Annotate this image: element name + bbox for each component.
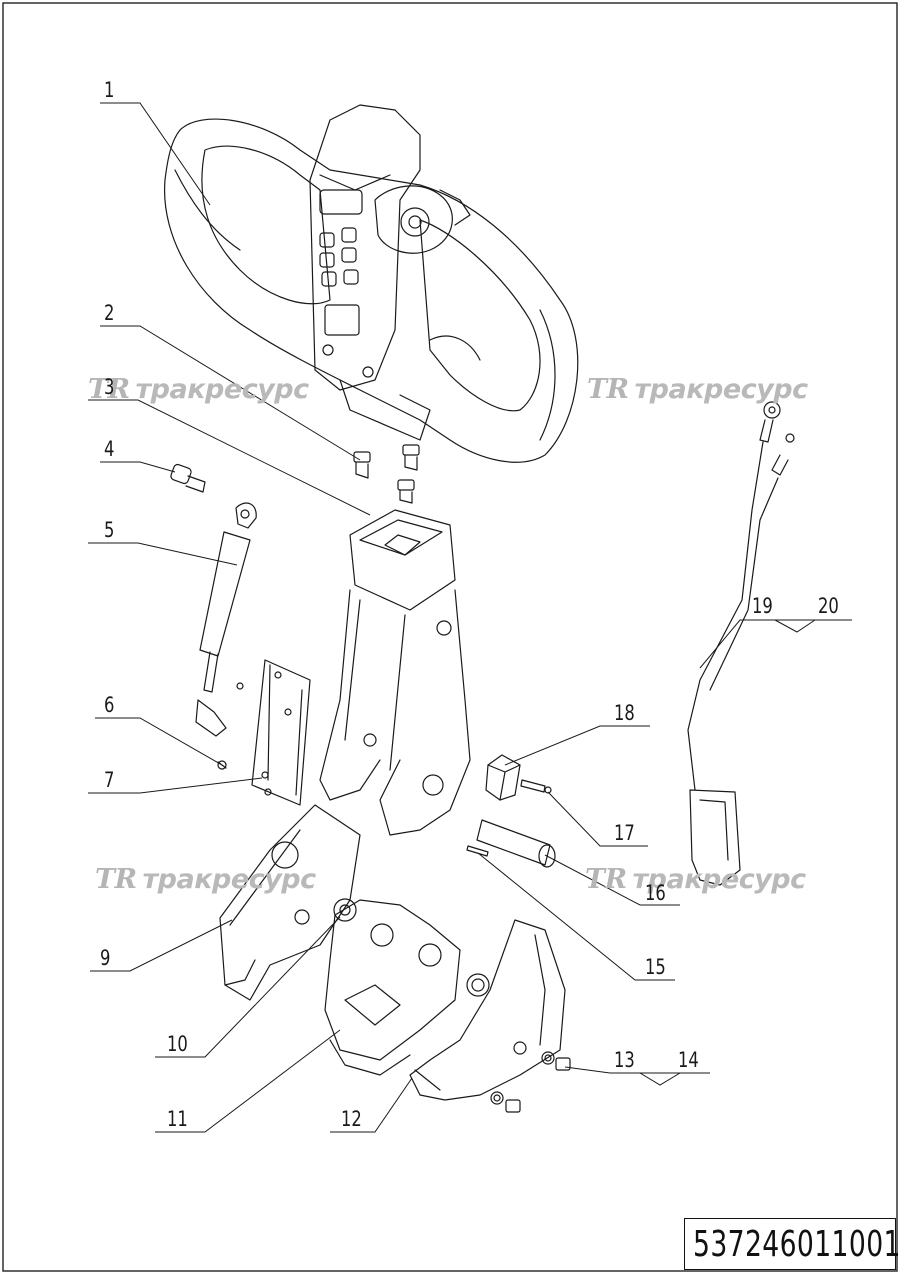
leader-3 xyxy=(88,399,371,516)
callout-4: 4 xyxy=(104,437,115,461)
shaft-16 xyxy=(476,819,556,868)
callout-14: 14 xyxy=(678,1048,699,1072)
callout-1: 1 xyxy=(104,78,115,102)
leader-10 xyxy=(155,916,341,1058)
leader-20-bracket xyxy=(774,619,816,633)
leader-19-20 xyxy=(699,619,852,669)
switch-block-18 xyxy=(485,754,521,801)
callout-3: 3 xyxy=(104,375,115,399)
leader-16 xyxy=(544,854,680,906)
leader-11 xyxy=(155,1029,341,1133)
callout-5: 5 xyxy=(104,518,115,542)
callout-7: 7 xyxy=(104,768,115,792)
leader-17 xyxy=(547,791,648,847)
callout-13: 13 xyxy=(614,1048,635,1072)
bushing-10 xyxy=(294,898,357,925)
bolt-4 xyxy=(170,463,206,493)
base-casting-11 xyxy=(324,899,461,1076)
callout-9: 9 xyxy=(100,946,111,970)
leader-1 xyxy=(100,102,211,206)
wire-harness-19-20 xyxy=(687,401,795,886)
callout-6: 6 xyxy=(104,693,115,717)
callout-2: 2 xyxy=(104,301,115,325)
callout-18: 18 xyxy=(614,701,635,725)
side-cover-12 xyxy=(409,919,566,1101)
leader-5 xyxy=(88,542,238,566)
leader-12 xyxy=(330,1077,413,1133)
leader-14-bracket xyxy=(639,1072,681,1086)
callout-12: 12 xyxy=(341,1107,362,1131)
leader-4 xyxy=(100,461,176,473)
leader-18 xyxy=(504,725,650,766)
leader-15 xyxy=(477,852,675,981)
tiller-handle-part xyxy=(164,104,579,463)
steering-column-bracket-3 xyxy=(319,509,471,836)
leader-7 xyxy=(88,777,263,794)
screw-17 xyxy=(520,779,552,794)
callout-11: 11 xyxy=(167,1107,188,1131)
leader-6 xyxy=(95,717,223,766)
screw-set-2 xyxy=(353,444,420,504)
leader-2 xyxy=(100,325,361,461)
callout-15: 15 xyxy=(645,955,666,979)
part-number-box: 537246011001 xyxy=(684,1218,900,1270)
side-cover-9 xyxy=(219,804,361,1001)
washers-screws-13-14 xyxy=(490,1051,571,1113)
callout-19: 19 xyxy=(752,594,773,618)
leader-9 xyxy=(90,919,233,972)
callout-20: 20 xyxy=(818,594,839,618)
roll-pin-15 xyxy=(466,845,489,857)
callout-16: 16 xyxy=(645,881,666,905)
leader-13-14 xyxy=(564,1066,710,1074)
washer-ring xyxy=(466,973,490,997)
mounting-plate-7 xyxy=(236,659,311,806)
gas-spring-5 xyxy=(195,502,257,737)
callout-10: 10 xyxy=(167,1032,188,1056)
part-number: 537246011001 xyxy=(693,1224,900,1265)
callout-17: 17 xyxy=(614,821,635,845)
